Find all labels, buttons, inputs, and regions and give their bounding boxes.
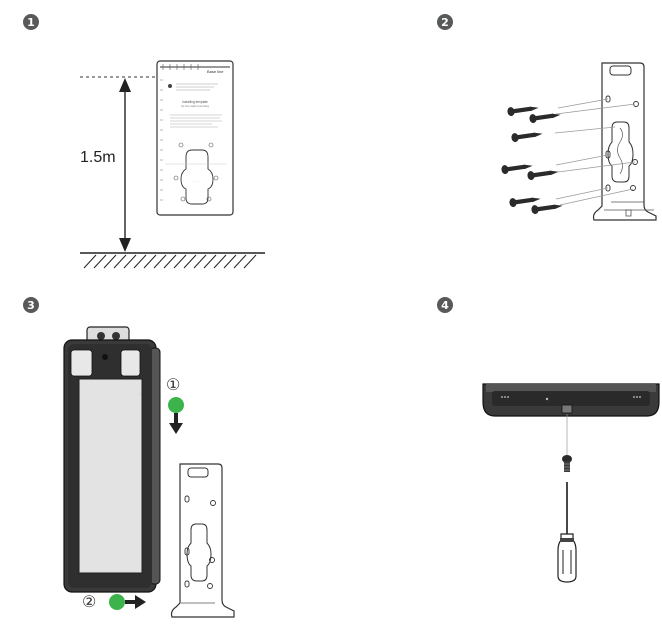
left-sensor bbox=[70, 349, 93, 377]
mounting-template: Base line Installing template for the wa… bbox=[156, 60, 234, 216]
step-2-badge: 2 bbox=[437, 14, 453, 30]
template-title: Base line bbox=[207, 69, 224, 74]
step-3-illustration: ① ② bbox=[63, 326, 235, 618]
step-3-badge: 3 bbox=[23, 297, 39, 313]
screw-icons bbox=[501, 106, 563, 215]
device-screen bbox=[78, 378, 143, 574]
screwdriver-icon bbox=[557, 482, 577, 583]
device-body bbox=[63, 326, 161, 593]
step-2-illustration bbox=[501, 62, 657, 221]
screw-guide-lines bbox=[554, 98, 636, 206]
floor-hatching bbox=[83, 254, 257, 269]
template-heading: Installing template bbox=[182, 100, 208, 104]
substep-1-label: ① bbox=[166, 377, 180, 394]
step-4-badge: 4 bbox=[437, 297, 453, 313]
svg-text:· · · · ·: · · · · · bbox=[192, 179, 200, 183]
arrow-right-icon bbox=[135, 595, 146, 609]
step-4-illustration bbox=[482, 383, 660, 583]
arrow-down-icon bbox=[169, 423, 183, 434]
height-label: 1.5m bbox=[80, 149, 116, 166]
arrow-down-icon bbox=[119, 238, 131, 252]
device-bottom-view bbox=[482, 383, 660, 417]
screw-icon bbox=[562, 455, 572, 472]
green-marker-2 bbox=[109, 594, 125, 610]
wall-plate bbox=[170, 463, 235, 618]
wall-plate bbox=[592, 62, 657, 221]
right-sensor bbox=[120, 349, 141, 377]
step-1-illustration: 1.5m Base line bbox=[80, 60, 265, 269]
step-1-badge: 1 bbox=[23, 14, 39, 30]
arrow-up-icon bbox=[119, 78, 131, 92]
template-subtext: for the wall mounting bbox=[181, 104, 209, 108]
substep-2-label: ② bbox=[82, 594, 96, 611]
green-marker-1 bbox=[168, 397, 184, 413]
